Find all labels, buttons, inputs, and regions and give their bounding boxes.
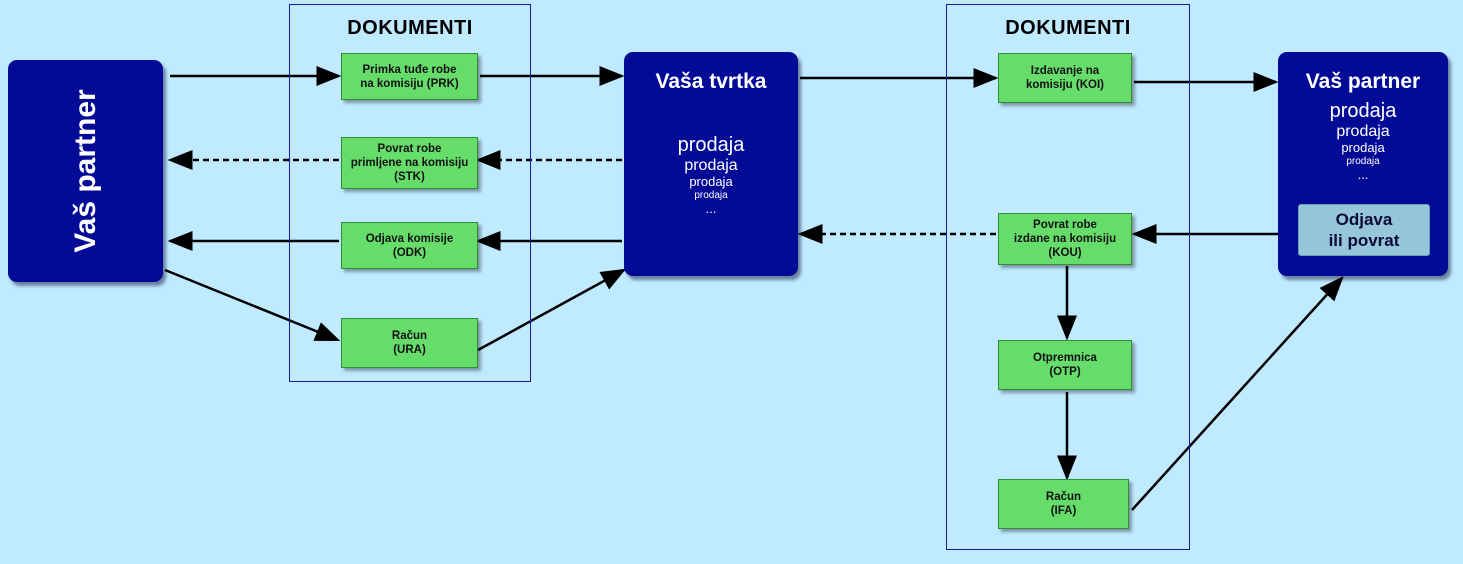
partner-left-box[interactable]: Vaš partner [8,60,163,282]
company-box[interactable]: Vaša tvrtka prodaja prodaja prodaja prod… [624,52,798,276]
doc-stk[interactable]: Povrat robe primljene na komisiju (STK) [341,137,478,189]
partner-right-sale-2: prodaja [1336,123,1390,140]
partner-right-sale-1: prodaja [1329,100,1397,122]
doc-kou-line-3: (KOU) [1048,247,1082,259]
documents-group-right: DOKUMENTI [946,4,1190,550]
documents-title-right: DOKUMENTI [1005,17,1131,39]
doc-prk[interactable]: Primka tuđe robe na komisiju (PRK) [341,53,478,100]
doc-stk-line-3: (STK) [394,171,425,183]
doc-prk-line-1: Primka tuđe robe [362,63,457,76]
partner-right-sale-4: prodaja [1346,156,1380,168]
doc-koi-line-1: Izdavanje na [1030,65,1100,77]
doc-prk-line-2: na komisiju (PRK) [360,77,459,90]
doc-ura[interactable]: Račun (URA) [341,318,478,368]
doc-odk-line-1: Odjava komisije [365,232,454,245]
doc-ifa[interactable]: Račun (IFA) [998,479,1129,529]
doc-stk-line-2: primljene na komisiju [350,157,469,169]
doc-kou-line-1: Povrat robe [1033,219,1097,231]
doc-odk-line-2: (ODK) [392,246,427,259]
doc-koi-line-2: komisiju (KOI) [1026,79,1104,91]
doc-otp-line-2: (OTP) [1049,366,1081,378]
partner-right-sales-list: prodaja prodaja prodaja prodaja ... [1278,100,1448,183]
arrow-ifa-to-partner [1131,276,1344,511]
doc-otp-line-1: Otpremnica [1033,352,1097,364]
doc-odk[interactable]: Odjava komisije (ODK) [341,222,478,269]
arrow-ura-to-company [477,268,627,352]
partner-right-box[interactable]: Vaš partner prodaja prodaja prodaja prod… [1278,52,1448,276]
partner-right-sale-ellipsis: ... [1357,166,1369,182]
return-or-checkout-box[interactable]: Odjava ili povrat [1298,204,1430,256]
partner-left-title: Vaš partner [68,89,102,253]
arrow-partner-to-ura [164,268,341,342]
partner-right-title: Vaš partner [1305,70,1421,93]
doc-kou-line-2: izdane na komisiju [1013,233,1117,245]
company-sale-2: prodaja [684,157,738,174]
documents-group-left: DOKUMENTI [289,4,531,382]
company-sale-4: prodaja [694,190,728,202]
doc-koi[interactable]: Izdavanje na komisiju (KOI) [998,53,1132,103]
return-box-line-2: ili povrat [1328,231,1400,250]
company-sale-3: prodaja [689,174,733,190]
doc-otp[interactable]: Otpremnica (OTP) [998,340,1132,390]
doc-ura-line-2: (URA) [393,344,426,356]
company-title: Vaša tvrtka [655,70,767,93]
partner-right-sale-3: prodaja [1341,140,1385,156]
return-box-line-1: Odjava [1335,210,1393,229]
company-sales-list: prodaja prodaja prodaja prodaja ... [624,134,798,217]
doc-ifa-line-2: (IFA) [1050,505,1077,517]
doc-ifa-line-1: Račun [1045,491,1082,503]
doc-kou[interactable]: Povrat robe izdane na komisiju (KOU) [998,213,1132,265]
company-sale-ellipsis: ... [705,200,717,216]
company-sale-1: prodaja [677,134,745,156]
documents-title-left: DOKUMENTI [347,17,473,39]
doc-stk-line-1: Povrat robe [377,143,442,155]
doc-ura-line-1: Račun [391,330,428,342]
